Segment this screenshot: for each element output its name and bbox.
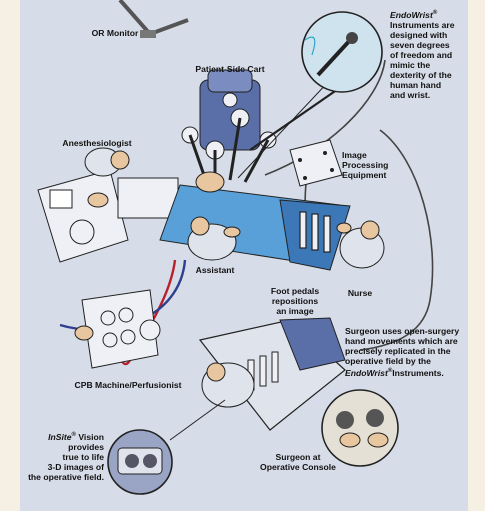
anesthesia-station [38, 148, 178, 262]
label-image-processing-line-3: Equipment [342, 170, 422, 180]
endowrist-note-line-4: of freedom and [390, 50, 470, 60]
label-image-processing: Image Processing Equipment [342, 150, 422, 180]
label-surgeon-console-line-2: Operative Console [248, 462, 348, 472]
endowrist-note-line-8: and wrist. [390, 90, 470, 100]
endowrist-note-line-3: seven degrees [390, 40, 470, 50]
endowrist-note: EndoWrist® Instruments are designed with… [390, 8, 470, 100]
insite-note-title: InSite® Vision [22, 430, 104, 442]
insite-note-line-4: the operative field. [22, 472, 104, 482]
label-anesthesiologist: Anesthesiologist [42, 138, 152, 148]
label-surgeon-console: Surgeon at Operative Console [248, 452, 348, 472]
endowrist-note-line-1: Instruments are [390, 20, 470, 30]
surgeon-console [200, 318, 345, 430]
nurse-figure [337, 221, 384, 268]
image-processing-box [290, 140, 342, 186]
endowrist-note-reg: ® [433, 10, 437, 16]
insite-note-line-3: 3-D images of [22, 462, 104, 472]
endowrist-note-brand: EndoWrist [390, 10, 433, 20]
endowrist-note-line-6: dexterity of the [390, 70, 470, 80]
endowrist-note-title: EndoWrist® [390, 8, 470, 20]
endowrist-note-line-5: mimic the [390, 60, 470, 70]
label-cpb: CPB Machine/Perfusionist [58, 380, 198, 390]
endowrist-note-line-7: human hand [390, 80, 470, 90]
label-foot-pedals-line-2: repositions [260, 296, 330, 306]
insite-note-line-2: true to life [22, 452, 104, 462]
surgeon-note: Surgeon uses open-surgery hand movements… [345, 326, 467, 378]
label-surgeon-console-line-1: Surgeon at [248, 452, 348, 462]
label-assistant: Assistant [180, 265, 250, 275]
label-nurse: Nurse [330, 288, 390, 298]
surgeon-note-line-5: EndoWrist®Instruments. [345, 366, 467, 378]
insite-note-first-tail: Vision [76, 432, 104, 442]
operating-table [160, 172, 350, 270]
insite-note-brand: InSite [48, 432, 71, 442]
surgeon-note-line-2: hand movements which are [345, 336, 467, 346]
surgeon-note-brand: EndoWrist [345, 368, 388, 378]
surgeon-note-tail: Instruments. [392, 368, 444, 378]
surgeon-note-line-4: operative field by the [345, 356, 467, 366]
cpb-machine [75, 290, 160, 368]
surgeon-note-line-1: Surgeon uses open-surgery [345, 326, 467, 336]
insite-vision-zoom [108, 400, 225, 494]
insite-note: InSite® Vision provides true to life 3-D… [22, 430, 104, 482]
label-or-monitor: OR Monitor [60, 28, 170, 38]
label-foot-pedals-line-3: an image [260, 306, 330, 316]
insite-note-line-1: provides [22, 442, 104, 452]
label-foot-pedals: Foot pedals repositions an image [260, 286, 330, 316]
surgeon-note-line-3: precisely replicated in the [345, 346, 467, 356]
label-image-processing-line-2: Processing [342, 160, 422, 170]
label-foot-pedals-line-1: Foot pedals [260, 286, 330, 296]
label-patient-side-cart: Patient-Side Cart [180, 64, 280, 74]
endowrist-note-line-2: designed with [390, 30, 470, 40]
label-image-processing-line-1: Image [342, 150, 422, 160]
